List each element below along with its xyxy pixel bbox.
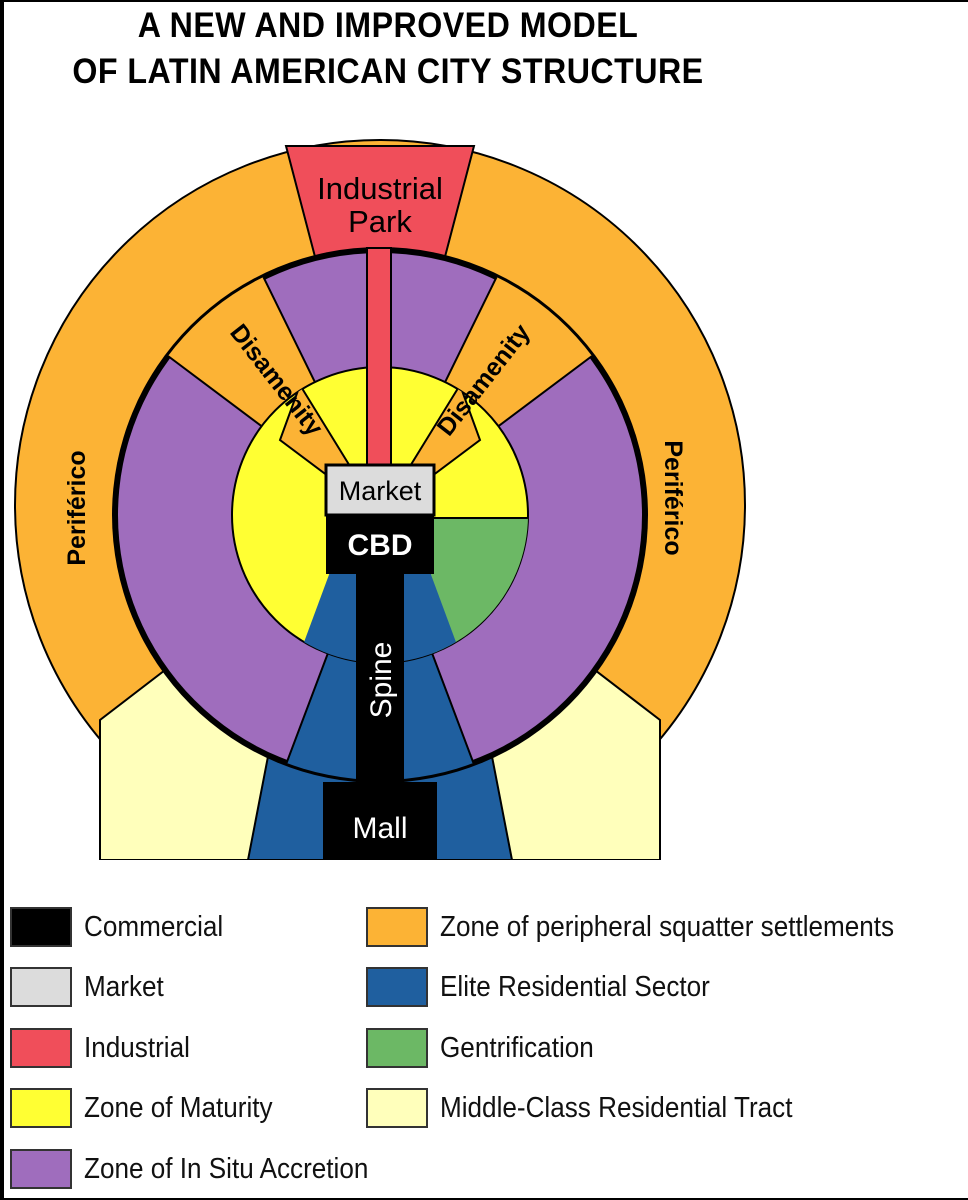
label-spine: Spine <box>365 642 398 719</box>
legend-item-in-situ: Zone of In Situ Accretion <box>10 1147 400 1191</box>
legend-label-market: Market <box>84 970 164 1003</box>
industrial-spine <box>366 247 392 469</box>
title-line-1: A NEW AND IMPROVED MODEL <box>137 6 639 45</box>
legend-item-commercial: Commercial <box>10 905 239 949</box>
legend-item-gentrification: Gentrification <box>366 1026 611 1070</box>
legend-item-middle-class: Middle-Class Residential Tract <box>366 1086 832 1130</box>
legend-label-squatter: Zone of peripheral squatter settlements <box>440 910 895 943</box>
legend-swatch-elite <box>366 967 428 1007</box>
cbd-block <box>326 512 434 574</box>
legend-item-elite: Elite Residential Sector <box>366 965 740 1009</box>
legend-label-gentrification: Gentrification <box>440 1031 594 1064</box>
label-industrial: Industrial <box>317 171 443 206</box>
legend-item-squatter: Zone of peripheral squatter settlements <box>366 905 945 949</box>
market-block <box>324 463 436 517</box>
legend-swatch-commercial <box>10 907 72 947</box>
legend-swatch-maturity <box>10 1088 72 1128</box>
legend-item-market: Market <box>10 965 173 1009</box>
legend-item-industrial: Industrial <box>10 1026 202 1070</box>
legend-swatch-industrial <box>10 1028 72 1068</box>
title-line-2: OF LATIN AMERICAN CITY STRUCTURE <box>72 52 704 91</box>
label-periferico-right: Periférico <box>659 440 687 555</box>
label-periferico-left: Periférico <box>63 450 91 565</box>
city-structure-diagram: Industrial Park Disamenity Disamenity Pe… <box>14 139 746 860</box>
legend-swatch-market <box>10 967 72 1007</box>
legend-label-industrial: Industrial <box>84 1031 190 1064</box>
label-mall: Mall <box>352 812 407 845</box>
label-market: Market <box>339 476 422 506</box>
legend-label-in-situ: Zone of In Situ Accretion <box>84 1152 369 1185</box>
legend-swatch-gentrification <box>366 1028 428 1068</box>
label-park: Park <box>348 204 412 239</box>
legend-swatch-squatter <box>366 907 428 947</box>
legend-label-maturity: Zone of Maturity <box>84 1091 273 1124</box>
label-cbd: CBD <box>348 529 413 562</box>
legend-label-elite: Elite Residential Sector <box>440 970 710 1003</box>
commercial-spine <box>356 560 404 785</box>
legend-label-middle-class: Middle-Class Residential Tract <box>440 1091 793 1124</box>
mall-block <box>323 782 437 860</box>
legend-swatch-in-situ <box>10 1149 72 1189</box>
legend-item-maturity: Zone of Maturity <box>10 1086 294 1130</box>
legend-swatch-middle-class <box>366 1088 428 1128</box>
legend-label-commercial: Commercial <box>84 910 224 943</box>
